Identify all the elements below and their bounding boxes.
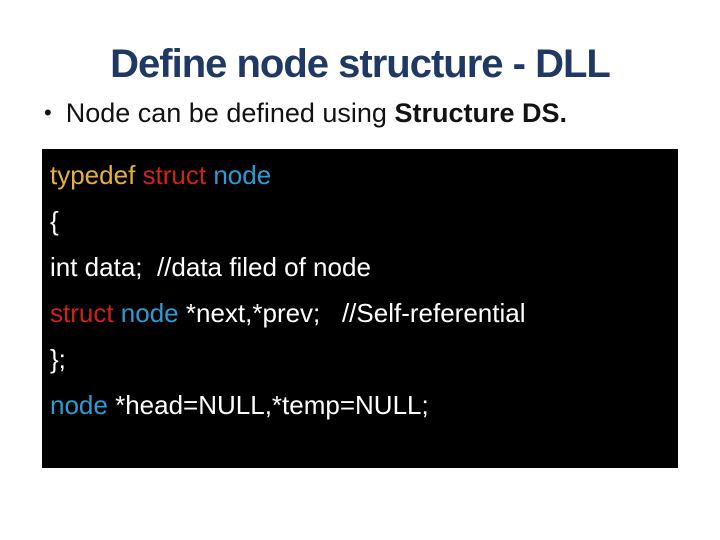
bullet-marker: •: [44, 100, 52, 125]
code-line: node *head=NULL,*temp=NULL;: [50, 382, 670, 428]
code-token: node: [50, 390, 116, 420]
bullet-item: • Node can be defined using Structure DS.: [44, 98, 704, 129]
code-block: typedef struct node { int data; //data fil…: [42, 149, 678, 468]
code-token: int data; //data filed of node: [50, 252, 371, 282]
code-token: node: [120, 298, 186, 328]
code-token: typedef: [50, 160, 143, 190]
code-line: struct node *next,*prev; //Self-referent…: [50, 290, 670, 336]
slide-title: Define node structure - DLL: [110, 42, 611, 86]
code-line: };: [50, 336, 670, 382]
code-token: node: [213, 160, 272, 190]
code-token: *next,*prev; //Self-referential: [185, 298, 526, 328]
code-token: {: [50, 206, 59, 236]
code-line: {: [50, 198, 670, 244]
bullet-text-bold: Structure DS.: [394, 98, 567, 128]
bullet-text: Node can be defined using: [65, 98, 395, 128]
code-line: typedef struct node: [50, 152, 670, 198]
code-token: struct: [142, 160, 214, 190]
code-line: int data; //data filed of node: [50, 244, 670, 290]
code-token: *head=NULL,*temp=NULL;: [115, 390, 429, 420]
code-token: };: [50, 344, 66, 374]
code-token: struct: [50, 298, 121, 328]
